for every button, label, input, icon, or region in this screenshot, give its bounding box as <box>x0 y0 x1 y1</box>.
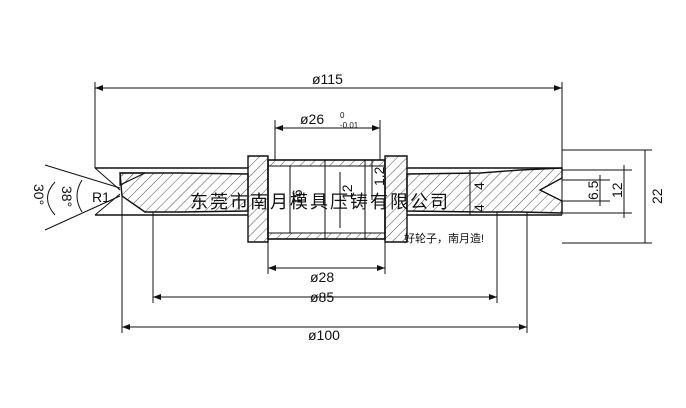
dim-angle-38: 38° <box>59 186 75 207</box>
rim-left <box>119 172 146 186</box>
dim-d26: ø26 <box>300 111 324 127</box>
dim-d115: ø115 <box>312 71 343 87</box>
web-right <box>406 167 563 214</box>
dim-d28: ø28 <box>310 269 334 285</box>
dim-4-bottom: 4 <box>471 204 487 212</box>
bushing-upper <box>267 159 386 167</box>
dim-6-5: 6.5 <box>585 180 601 200</box>
dim-22: 22 <box>649 188 665 204</box>
dim-d26-tol-lower: -0.01 <box>340 121 359 130</box>
dimension-lines <box>44 82 652 333</box>
watermark: 东莞市南月模具压铸有限公司 好轮子，南月造! <box>190 192 484 245</box>
dim-d26-tol-upper: 0 <box>340 111 345 120</box>
dim-12-inner: 12 <box>339 184 355 200</box>
dimension-labels: ø115 ø26 0 -0.01 ø28 ø85 ø100 16 12 1.2 … <box>31 71 665 343</box>
dim-12: 12 <box>609 182 625 198</box>
dim-1-2: 1.2 <box>371 166 387 186</box>
watermark-company: 东莞市南月模具压铸有限公司 <box>190 192 450 212</box>
dim-d85: ø85 <box>310 289 334 305</box>
dim-radius: R1 <box>92 189 110 205</box>
watermark-slogan: 好轮子，南月造! <box>404 231 484 245</box>
web-left <box>119 172 249 213</box>
pulley-section <box>94 155 563 243</box>
dim-16: 16 <box>289 189 305 205</box>
bushing-lower <box>267 232 386 240</box>
dim-d100: ø100 <box>308 327 340 343</box>
dim-angle-30: 30° <box>31 184 47 205</box>
dim-4-top: 4 <box>471 182 487 190</box>
